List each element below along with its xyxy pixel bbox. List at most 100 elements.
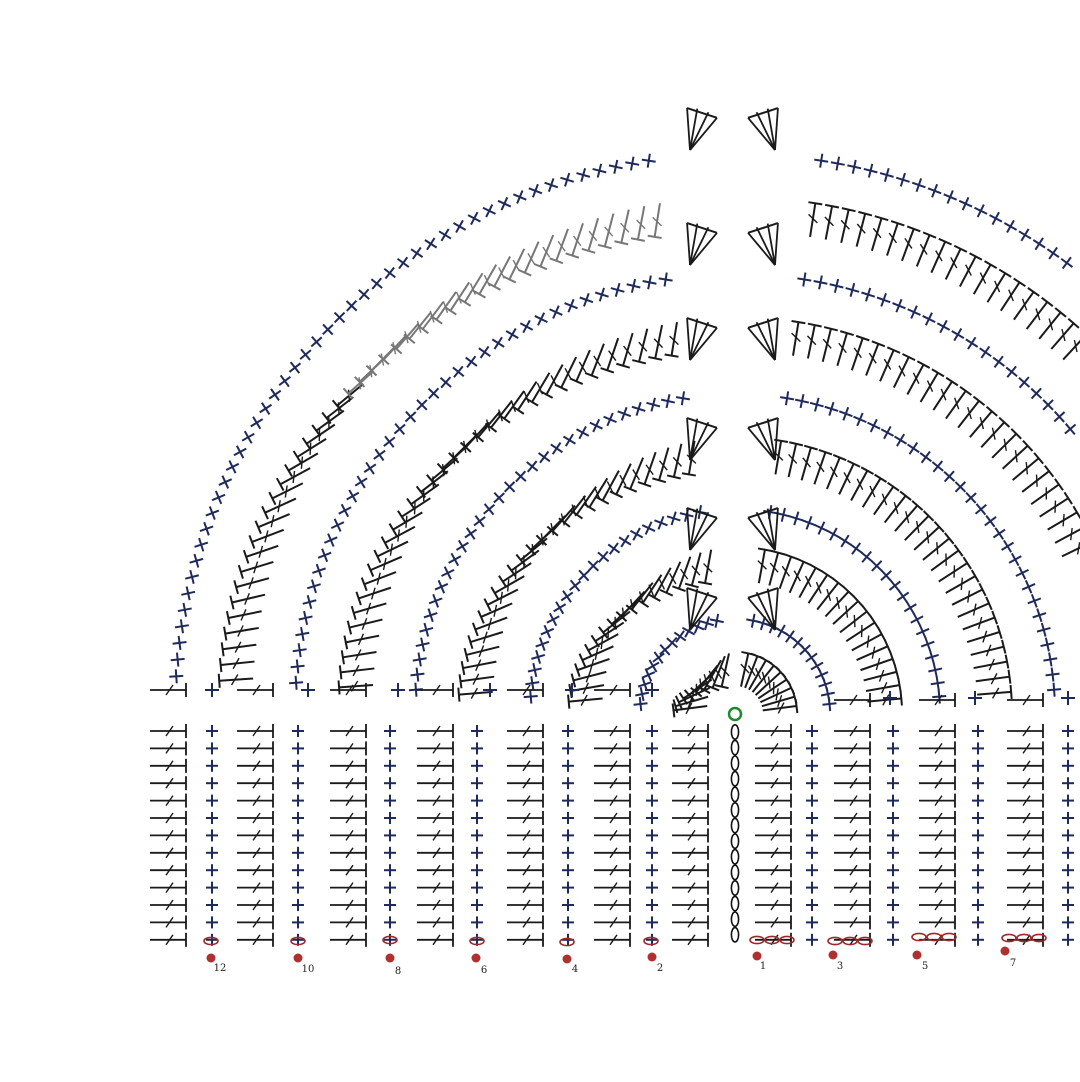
double-crochet-icon bbox=[340, 649, 377, 665]
double-crochet-icon bbox=[237, 845, 274, 860]
double-crochet-icon bbox=[217, 673, 254, 688]
single-crochet-icon bbox=[546, 612, 560, 627]
double-crochet-icon bbox=[594, 811, 631, 825]
single-crochet-icon bbox=[292, 916, 304, 929]
double-crochet-icon bbox=[855, 210, 873, 247]
double-crochet-icon bbox=[225, 609, 262, 626]
double-crochet-icon bbox=[671, 702, 708, 718]
double-crochet-icon bbox=[237, 683, 274, 697]
single-crochet-icon bbox=[503, 481, 516, 493]
double-crochet-icon bbox=[755, 915, 792, 930]
double-crochet-icon bbox=[459, 421, 490, 453]
single-crochet-icon bbox=[838, 534, 852, 548]
double-crochet-icon bbox=[458, 673, 495, 689]
double-crochet-icon bbox=[275, 467, 311, 491]
double-crochet-icon bbox=[150, 915, 187, 930]
single-crochet-icon bbox=[922, 312, 936, 326]
double-crochet-icon bbox=[816, 577, 845, 611]
double-crochet-icon bbox=[558, 495, 587, 528]
double-crochet-icon bbox=[1007, 693, 1044, 707]
single-crochet-icon bbox=[181, 586, 196, 601]
single-crochet-icon bbox=[384, 812, 396, 824]
single-crochet-icon bbox=[194, 537, 209, 552]
double-crochet-icon bbox=[851, 627, 886, 652]
double-crochet-icon bbox=[834, 693, 871, 707]
double-crochet-icon bbox=[873, 481, 900, 516]
single-crochet-icon bbox=[493, 491, 505, 504]
single-crochet-icon bbox=[936, 319, 951, 334]
chain-stitch-icon bbox=[203, 936, 219, 946]
single-crochet-icon bbox=[887, 759, 899, 772]
double-crochet-icon bbox=[919, 793, 956, 808]
single-crochet-icon bbox=[652, 651, 665, 664]
single-crochet-icon bbox=[641, 668, 656, 682]
single-crochet-icon bbox=[292, 829, 304, 842]
single-crochet-icon bbox=[920, 637, 935, 652]
double-crochet-icon bbox=[237, 932, 274, 947]
double-crochet-icon bbox=[506, 549, 540, 577]
single-crochet-icon bbox=[206, 725, 218, 737]
double-crochet-icon bbox=[463, 645, 500, 662]
double-crochet-icon bbox=[672, 758, 709, 773]
double-crochet-icon bbox=[597, 213, 615, 250]
double-crochet-icon bbox=[636, 574, 663, 608]
double-crochet-icon bbox=[594, 776, 631, 791]
single-crochet-icon bbox=[292, 899, 304, 911]
single-crochet-icon bbox=[415, 637, 430, 652]
single-crochet-icon bbox=[562, 777, 574, 790]
single-crochet-icon bbox=[562, 742, 574, 755]
double-crochet-icon bbox=[991, 428, 1022, 459]
upper-fan-stitches bbox=[169, 153, 1080, 718]
single-crochet-icon bbox=[373, 448, 386, 462]
double-crochet-icon bbox=[798, 563, 823, 599]
double-crochet-icon bbox=[518, 241, 540, 277]
single-crochet-icon bbox=[806, 742, 818, 755]
double-crochet-icon bbox=[834, 811, 871, 825]
single-crochet-icon bbox=[424, 237, 438, 251]
double-crochet-icon bbox=[839, 605, 872, 634]
single-crochet-icon bbox=[633, 696, 648, 712]
double-crochet-icon bbox=[397, 497, 431, 524]
single-crochet-icon bbox=[434, 579, 449, 594]
chain-stitch-icon bbox=[730, 879, 740, 896]
single-crochet-icon bbox=[531, 649, 546, 664]
double-crochet-icon bbox=[350, 602, 387, 620]
double-crochet-icon bbox=[672, 845, 709, 860]
single-crochet-icon bbox=[809, 397, 824, 412]
chain-stitch-icon bbox=[1001, 933, 1017, 943]
row-label: 12 bbox=[214, 963, 227, 974]
single-crochet-icon bbox=[322, 323, 334, 336]
double-crochet-icon bbox=[150, 776, 187, 791]
single-crochet-icon bbox=[631, 401, 646, 416]
single-crochet-icon bbox=[189, 553, 204, 568]
double-crochet-icon bbox=[757, 547, 772, 584]
double-crochet-icon bbox=[904, 510, 935, 541]
double-crochet-icon bbox=[930, 237, 952, 274]
single-crochet-icon bbox=[646, 864, 658, 877]
double-crochet-icon bbox=[755, 776, 792, 791]
single-crochet-icon bbox=[1018, 228, 1032, 242]
single-crochet-icon bbox=[393, 423, 406, 436]
double-crochet-icon bbox=[417, 741, 454, 756]
single-crochet-icon bbox=[537, 450, 551, 464]
double-crochet-icon bbox=[1054, 525, 1080, 544]
single-crochet-icon bbox=[404, 410, 417, 423]
single-crochet-icon bbox=[383, 266, 396, 280]
chain-stitch-icon bbox=[730, 895, 740, 912]
single-crochet-icon bbox=[416, 399, 428, 411]
double-crochet-icon bbox=[417, 898, 454, 912]
single-crochet-icon bbox=[1062, 846, 1074, 859]
single-crochet-icon bbox=[383, 435, 396, 448]
double-crochet-icon bbox=[969, 406, 998, 438]
double-crochet-icon bbox=[901, 225, 921, 262]
double-crochet-icon bbox=[945, 386, 972, 420]
double-crochet-icon bbox=[850, 334, 870, 371]
double-crochet-icon bbox=[292, 438, 327, 464]
single-crochet-icon bbox=[814, 668, 829, 682]
chain-stitch-icon bbox=[730, 755, 740, 772]
single-crochet-icon bbox=[974, 204, 988, 218]
double-crochet-icon bbox=[150, 845, 187, 860]
single-crochet-icon bbox=[1021, 579, 1036, 594]
chain-stitch-icon bbox=[1016, 933, 1032, 943]
